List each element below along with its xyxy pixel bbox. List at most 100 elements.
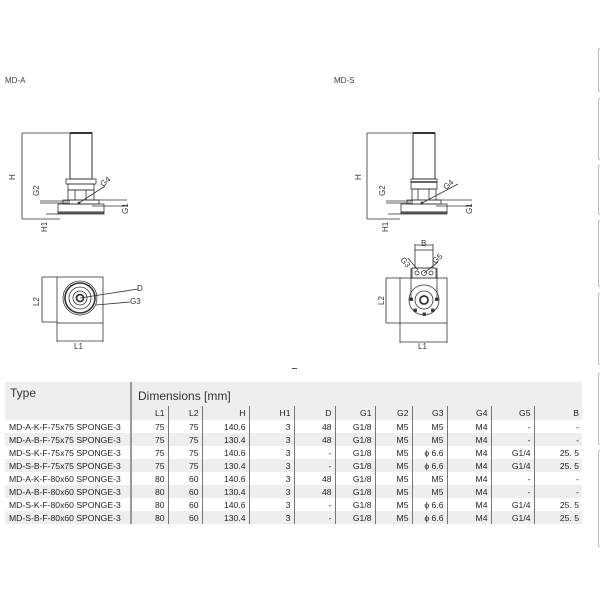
cell: M5 — [412, 472, 448, 485]
table-row: MD-A-B-F-80x60 SPONGE-3 80 60 130.4 3 48… — [5, 485, 582, 498]
col-header-g2: G2 — [375, 406, 413, 420]
cell: M5 — [375, 485, 413, 498]
cell: - — [576, 421, 579, 432]
drawing-title-md-s: MD-S — [334, 76, 355, 85]
cell: 3 — [249, 511, 295, 524]
cell: G1/8 — [335, 446, 376, 459]
cell: 25. 5 — [559, 512, 579, 523]
side-tab[interactable] — [598, 450, 600, 547]
svg-text:H: H — [8, 174, 17, 180]
cell: 130.4 — [202, 511, 250, 524]
table-row: MD-A-B-F-75x75 SPONGE-3 75 75 130.4 3 48… — [5, 433, 582, 446]
cell: 25. 5 — [559, 460, 579, 471]
cell: 3 — [249, 446, 295, 459]
svg-text:G2: G2 — [378, 185, 387, 196]
type-cell: MD-A-K-F-75x75 SPONGE-3 — [5, 420, 132, 433]
col-header-l2: L2 — [168, 406, 203, 420]
cell: G1/8 — [335, 433, 376, 446]
type-cell: MD-S-B-F-75x75 SPONGE-3 — [5, 459, 132, 472]
cell: 130.4 — [202, 485, 250, 498]
cell: 25. 5 — [559, 447, 579, 458]
side-tab[interactable] — [598, 373, 600, 445]
col-header-g5: G5 — [491, 406, 535, 420]
cell: ϕ 6.6 — [412, 459, 448, 472]
svg-text:G3: G3 — [130, 297, 141, 306]
cell: 60 — [168, 472, 203, 485]
cell: 25. 5 — [559, 499, 579, 510]
side-tab[interactable] — [598, 48, 600, 92]
svg-text:G4: G4 — [442, 177, 456, 191]
type-cell: MD-A-K-F-80x60 SPONGE-3 — [5, 472, 132, 485]
cell: - — [294, 459, 336, 472]
cell: 48 — [294, 472, 336, 485]
dimensions-header: Dimensions [mm] — [130, 382, 582, 406]
svg-text:L1: L1 — [418, 342, 427, 350]
cell: 75 — [168, 433, 203, 446]
cell: G1/8 — [335, 472, 376, 485]
type-cell: MD-S-B-F-80x60 SPONGE-3 — [5, 511, 132, 524]
cell: 80 — [131, 511, 169, 524]
side-tab[interactable] — [598, 165, 600, 215]
cell: 140.6 — [202, 472, 250, 485]
cell: - — [576, 473, 579, 484]
cell: 130.4 — [202, 433, 250, 446]
cell: G1/4 — [491, 459, 535, 472]
svg-text:G2: G2 — [32, 185, 41, 196]
cell: 60 — [168, 498, 203, 511]
col-header-g1: G1 — [335, 406, 376, 420]
cell: 3 — [249, 420, 295, 433]
cell: M5 — [412, 433, 448, 446]
cell: G1/8 — [335, 459, 376, 472]
svg-text:H1: H1 — [381, 221, 390, 232]
cell: G1/8 — [335, 511, 376, 524]
cell: 130.4 — [202, 459, 250, 472]
cell: 3 — [249, 433, 295, 446]
side-tab[interactable] — [598, 98, 600, 160]
cell: 80 — [131, 485, 169, 498]
cell: 140.6 — [202, 446, 250, 459]
cell: - — [294, 511, 336, 524]
cell: M5 — [375, 433, 413, 446]
cell: 3 — [249, 498, 295, 511]
cell: - — [294, 498, 336, 511]
type-cell: MD-S-K-F-75x75 SPONGE-3 — [5, 446, 132, 459]
side-tab[interactable] — [598, 293, 600, 365]
cell: 80 — [131, 472, 169, 485]
cell: 75 — [131, 459, 169, 472]
col-header-b: B — [573, 408, 579, 418]
cell: 3 — [249, 472, 295, 485]
cell: M5 — [412, 420, 448, 433]
md-a-top-view-drawing: D G3 L2 L1 — [32, 276, 143, 350]
cell: - — [294, 446, 336, 459]
cell: - — [491, 485, 535, 498]
svg-text:G1: G1 — [121, 203, 130, 214]
col-header-g4: G4 — [447, 406, 492, 420]
cell: 75 — [168, 420, 203, 433]
cell: M4 — [447, 472, 492, 485]
cell: G1/8 — [335, 498, 376, 511]
cell: ϕ 6.6 — [412, 446, 448, 459]
type-cell: MD-S-K-F-80x60 SPONGE-3 — [5, 498, 132, 511]
cell: ϕ 6.6 — [412, 511, 448, 524]
svg-text:B: B — [421, 239, 426, 248]
cell: 75 — [131, 446, 169, 459]
table-row: MD-S-K-F-75x75 SPONGE-3 75 75 140.6 3 - … — [5, 446, 582, 459]
col-header-l1: L1 — [130, 406, 169, 420]
cell: G1/4 — [491, 498, 535, 511]
cell: M5 — [375, 472, 413, 485]
side-tab[interactable] — [598, 220, 600, 287]
cell: M4 — [447, 459, 492, 472]
cell: - — [491, 472, 535, 485]
cell: 60 — [168, 485, 203, 498]
md-s-side-view-drawing: H G2 G4 G1 H1 — [354, 132, 474, 232]
cell: - — [491, 433, 535, 446]
cell: 75 — [131, 420, 169, 433]
cell: M5 — [412, 485, 448, 498]
svg-text:G1: G1 — [465, 203, 474, 214]
cell: 140.6 — [202, 420, 250, 433]
col-header-h: H — [202, 406, 250, 420]
type-cell: MD-A-B-F-80x60 SPONGE-3 — [5, 485, 132, 498]
col-header-d: D — [294, 406, 336, 420]
md-a-side-view-drawing: H G2 G4 G1 H1 — [8, 132, 130, 232]
col-header-h1: H1 — [249, 406, 295, 420]
